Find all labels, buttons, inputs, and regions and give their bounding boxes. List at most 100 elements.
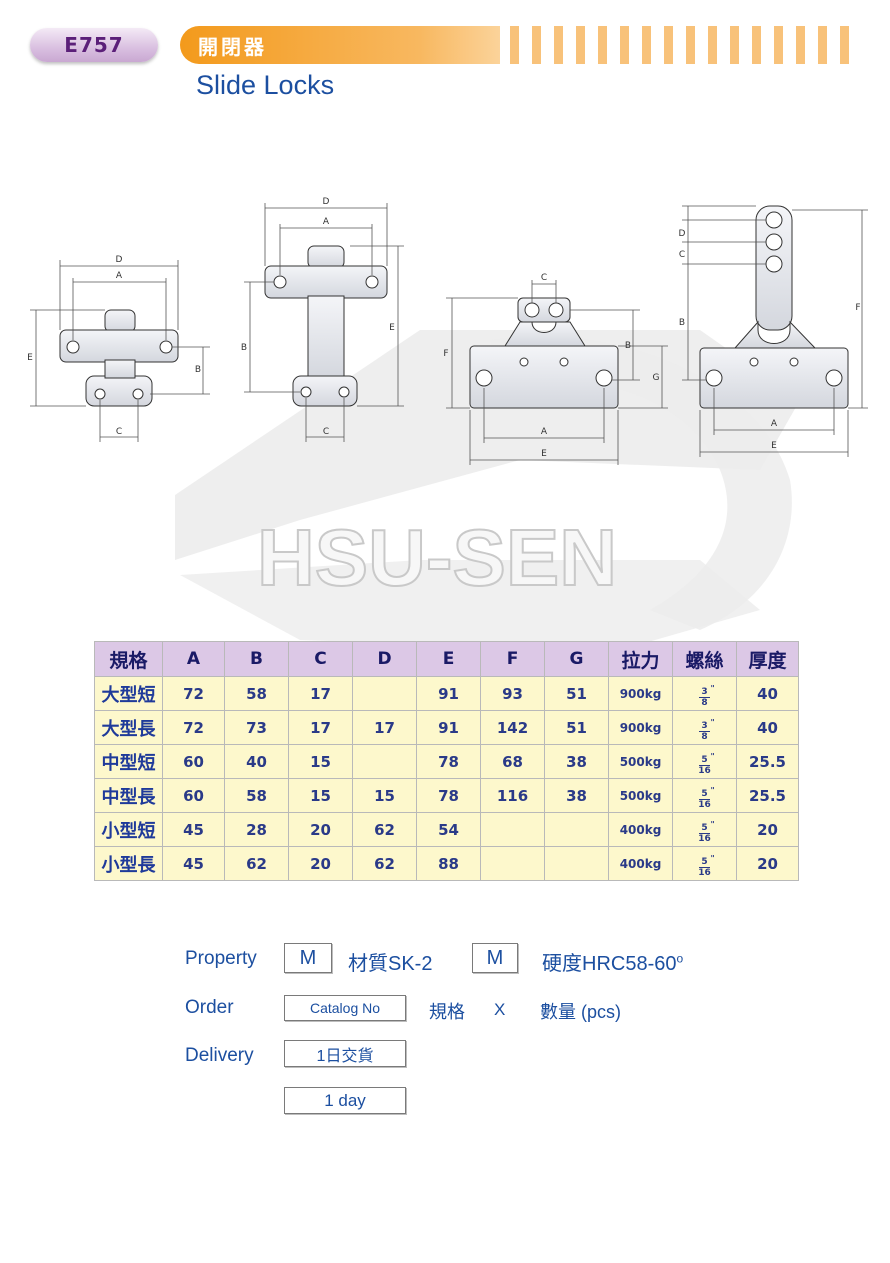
spec-label: 規格 [429, 1002, 465, 1022]
cell-a: 60 [162, 744, 225, 779]
cell-force: 400kg [608, 846, 673, 881]
times-symbol: X [494, 1000, 506, 1019]
screw-denominator: 8 [701, 731, 708, 742]
catalog-no-box: Catalog No [284, 995, 406, 1021]
cell-thickness: 40 [736, 676, 799, 711]
cell-a: 45 [162, 812, 225, 847]
cell-g [544, 812, 609, 847]
cell-thickness: 20 [736, 812, 799, 847]
cell-screw: 5"16 [672, 812, 737, 847]
delivery-en-box: 1 day [284, 1087, 406, 1114]
table-row: 中型短 60 40 15 78 68 38 500kg 5"16 25.5 [94, 744, 799, 779]
header-e: E [416, 641, 481, 677]
screw-numerator: 5 [701, 788, 708, 799]
dim-label-e: E [27, 353, 33, 363]
cell-screw: 3"8 [672, 676, 737, 711]
dim-label-a: A [541, 427, 548, 437]
dim-label-e: E [389, 323, 395, 333]
cell-g [544, 846, 609, 881]
cell-e: 91 [416, 710, 481, 745]
cell-f: 116 [480, 778, 545, 813]
inch-mark: " [710, 717, 715, 727]
screw-denominator: 16 [698, 765, 711, 776]
cell-a: 72 [162, 710, 225, 745]
header-c: C [288, 641, 353, 677]
cell-force: 900kg [608, 676, 673, 711]
dim-label-f: F [855, 303, 860, 313]
cell-g: 51 [544, 676, 609, 711]
dim-label-e: E [541, 449, 547, 459]
delivery-zh-box: 1日交貨 [284, 1040, 406, 1067]
screw-denominator: 16 [698, 833, 711, 844]
cell-d: 17 [352, 710, 417, 745]
cell-b: 73 [224, 710, 289, 745]
screw-denominator: 16 [698, 799, 711, 810]
cell-g: 38 [544, 744, 609, 779]
cell-force: 400kg [608, 812, 673, 847]
header-f: F [480, 641, 545, 677]
drawing-long-hasp-lock: D C B F A E [679, 205, 868, 457]
cell-thickness: 40 [736, 710, 799, 745]
cell-d: 62 [352, 812, 417, 847]
header-b: B [224, 641, 289, 677]
spec-table: 規格 A B C D E F G 拉力 螺絲 厚度 大型短 72 58 17 9… [94, 641, 799, 881]
cell-name: 小型長 [94, 846, 163, 881]
dim-label-c: C [116, 427, 122, 437]
property-code-box: M [284, 943, 332, 973]
title-zh: 開閉器 [198, 35, 267, 59]
cell-e: 54 [416, 812, 481, 847]
cell-d: 15 [352, 778, 417, 813]
cell-thickness: 20 [736, 846, 799, 881]
dim-label-d: D [679, 229, 686, 239]
table-row: 小型短 45 28 20 62 54 400kg 5"16 20 [94, 812, 799, 847]
decorative-stripes [510, 26, 862, 64]
cell-e: 88 [416, 846, 481, 881]
cell-name: 大型長 [94, 710, 163, 745]
header-force: 拉力 [608, 641, 673, 677]
cell-f: 93 [480, 676, 545, 711]
cell-screw: 5"16 [672, 744, 737, 779]
cell-c: 15 [288, 744, 353, 779]
inch-mark: " [710, 853, 715, 863]
screw-numerator: 5 [701, 754, 708, 765]
header-thickness: 厚度 [736, 641, 799, 677]
dim-label-b: B [241, 343, 247, 353]
dim-label-c: C [323, 427, 329, 437]
dim-label-b: B [195, 365, 201, 375]
title-en: Slide Locks [196, 70, 335, 100]
cell-d: 62 [352, 846, 417, 881]
hardness-value: 硬度HRC58-60 [542, 953, 677, 975]
table-row: 大型短 72 58 17 91 93 51 900kg 3"8 40 [94, 676, 799, 711]
dim-label-b: B [679, 318, 685, 328]
cell-g: 51 [544, 710, 609, 745]
cell-a: 60 [162, 778, 225, 813]
screw-denominator: 16 [698, 867, 711, 878]
cell-b: 40 [224, 744, 289, 779]
drawing-hasp-lock: C F B G A E [443, 273, 668, 465]
dim-label-d: D [116, 255, 123, 265]
screw-numerator: 3 [701, 720, 708, 731]
cell-e: 91 [416, 676, 481, 711]
catalog-code: E757 [64, 33, 124, 57]
cell-f [480, 846, 545, 881]
cell-g: 38 [544, 778, 609, 813]
cell-c: 20 [288, 812, 353, 847]
cell-force: 900kg [608, 710, 673, 745]
cell-thickness: 25.5 [736, 744, 799, 779]
cell-screw: 5"16 [672, 846, 737, 881]
screw-denominator: 8 [701, 697, 708, 708]
screw-numerator: 5 [701, 822, 708, 833]
cell-c: 20 [288, 846, 353, 881]
degree-sign: o [676, 951, 684, 966]
technical-drawings: D A E B C D A B E C [27, 197, 868, 465]
header-spec: 規格 [94, 641, 163, 677]
drawing-tall-lock: D A B E C [241, 197, 404, 442]
order-label: Order [185, 997, 234, 1018]
dim-label-a: A [771, 419, 778, 429]
title-bar: 開閉器 [180, 26, 500, 64]
header-d: D [352, 641, 417, 677]
cell-b: 28 [224, 812, 289, 847]
header-a: A [162, 641, 225, 677]
table-row: 小型長 45 62 20 62 88 400kg 5"16 20 [94, 846, 799, 881]
